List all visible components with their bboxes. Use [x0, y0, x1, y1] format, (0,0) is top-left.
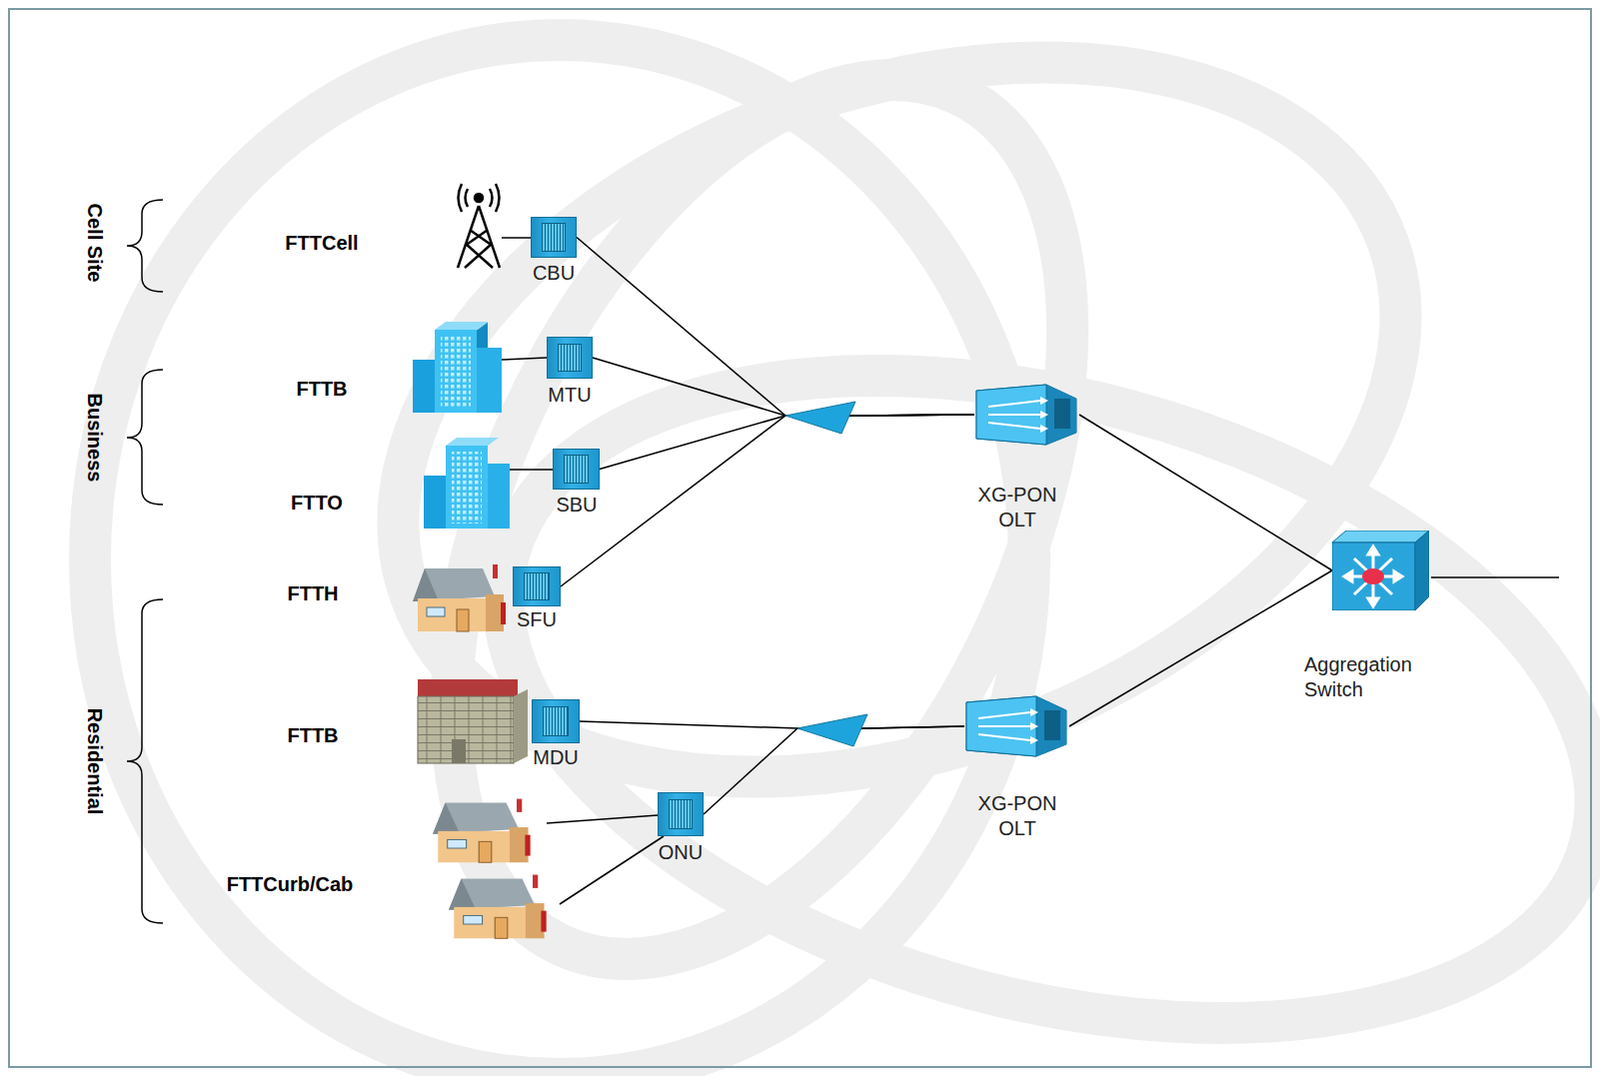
fiber-link	[599, 414, 975, 470]
onu-node: CBU	[530, 216, 577, 258]
onu-node: MDU	[531, 699, 580, 744]
device-label: XG-PON OLT	[972, 482, 1063, 533]
fiber-link	[576, 237, 975, 417]
fiber-link	[560, 414, 975, 587]
device-label: XG-PON OLT	[972, 791, 1063, 842]
access-type-label: FTTH	[286, 582, 338, 606]
fiber-link	[1069, 570, 1333, 727]
icon-vents	[668, 799, 694, 830]
olt-node: XG-PON OLT	[964, 694, 1070, 759]
frame	[8, 8, 1592, 1068]
access-type-label: FTTCell	[284, 231, 358, 255]
icon-vents	[523, 572, 550, 600]
access-type-label: FTTB	[295, 377, 347, 401]
watermark-swirls	[89, 0, 1600, 1076]
segment-label: Cell Site	[82, 203, 106, 283]
device-label: SFU	[486, 607, 587, 633]
icon-vents	[542, 706, 569, 737]
cell-tower	[457, 183, 531, 268]
onu-node: ONU	[657, 792, 704, 837]
device-label: MDU	[505, 745, 606, 771]
fiber-link	[1079, 414, 1333, 571]
device-label: Aggregation Switch	[1304, 652, 1455, 703]
access-type-label: FTTO	[290, 491, 343, 515]
device-label: CBU	[503, 260, 604, 286]
onu-node: SBU	[552, 448, 600, 490]
olt-icon	[974, 382, 1080, 447]
switch-icon	[1332, 530, 1430, 611]
onu-icon	[657, 792, 704, 837]
segment-label: Residential	[82, 708, 106, 816]
office-building	[412, 321, 547, 413]
optical-splitter	[797, 714, 868, 747]
onu-icon	[531, 699, 580, 744]
onu-icon	[552, 448, 600, 490]
access-type-label: FTTB	[286, 724, 338, 748]
house	[412, 564, 506, 632]
access-type-label: FTTCurb/Cab	[226, 873, 354, 897]
onu-icon	[546, 336, 593, 379]
segment-label: Business	[82, 393, 106, 483]
icon-vents	[557, 343, 583, 373]
onu-node: MTU	[546, 336, 593, 379]
optical-splitter	[785, 401, 856, 434]
icon-vents	[563, 454, 589, 483]
onu-icon	[512, 566, 561, 607]
house	[448, 875, 547, 940]
fiber-link	[592, 357, 975, 416]
olt-icon	[964, 694, 1070, 759]
device-label: SBU	[526, 492, 627, 518]
house	[432, 799, 531, 864]
device-label: MTU	[519, 382, 620, 408]
olt-node: XG-PON OLT	[974, 382, 1080, 447]
icon-vents	[541, 222, 567, 251]
drop-wires	[546, 577, 1560, 905]
onu-icon	[530, 216, 577, 258]
group-brackets	[126, 199, 163, 924]
device-label: ONU	[630, 840, 731, 866]
switch-node: Aggregation Switch	[1332, 530, 1430, 611]
office-building	[423, 437, 553, 529]
onu-node: SFU	[512, 566, 561, 607]
